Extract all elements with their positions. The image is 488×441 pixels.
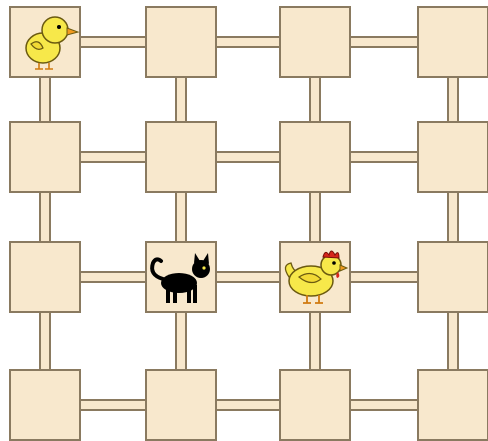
tile-r0-c3[interactable] (418, 7, 488, 77)
tile-r3-c1[interactable] (146, 370, 216, 440)
tile-r1-c1[interactable] (146, 122, 216, 192)
path-network (40, 37, 458, 410)
tile-r2-c0[interactable] (10, 242, 80, 312)
tile-r1-c0[interactable] (10, 122, 80, 192)
tile-r0-c2[interactable] (280, 7, 350, 77)
tile-r3-c2[interactable] (280, 370, 350, 440)
tile-r1-c3[interactable] (418, 122, 488, 192)
tile-r0-c1[interactable] (146, 7, 216, 77)
tile-r2-c3[interactable] (418, 242, 488, 312)
tile-r3-c3[interactable] (418, 370, 488, 440)
tile-r3-c0[interactable] (10, 370, 80, 440)
tile-r1-c2[interactable] (280, 122, 350, 192)
tile-grid (10, 7, 488, 440)
